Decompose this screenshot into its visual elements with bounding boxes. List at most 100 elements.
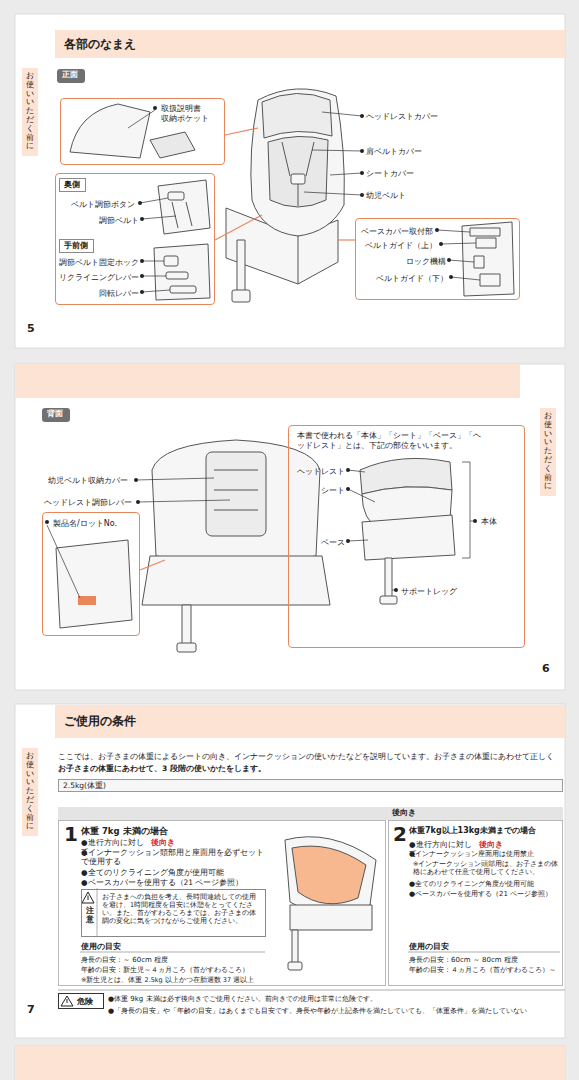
rule-line: [97, 888, 98, 936]
leader-dot: [360, 171, 364, 175]
seat-illustration: [142, 556, 330, 605]
seat-illustration: [285, 837, 376, 970]
leader-dot: [473, 519, 477, 523]
node-text: ●全てのリクライニング角度が使用可能: [81, 868, 267, 877]
node-text: ご使用の条件: [64, 714, 264, 729]
node-text: 奥側: [61, 180, 83, 190]
page-number: 7: [27, 1003, 47, 1017]
node-text: 回転レバー: [99, 289, 143, 299]
side-tab: お使いいただく前に: [540, 408, 556, 496]
seat-illustration: [282, 142, 314, 206]
node-text: 2: [393, 822, 409, 847]
leader-dot: [346, 487, 350, 491]
leader-line: [449, 260, 474, 262]
node-text: ※新生児とは、体重 2.5kg 以上かつ在胎週数 37 週以上: [81, 976, 281, 984]
product-label-mark: [78, 596, 96, 605]
node-text: 年齢の目安：新生児～４ヵ月ころ（首がすわるころ）: [81, 966, 267, 975]
leader-dot: [153, 106, 157, 110]
seat-illustration: [177, 643, 196, 652]
leader-line: [136, 478, 214, 480]
seat-illustration: [268, 136, 328, 207]
node-text: 危険: [77, 997, 101, 1007]
node-text: 使用の目安: [81, 942, 161, 951]
node-text: 年齢の目安：４ヵ月ころ（首がすわるころ）～: [409, 966, 559, 974]
callout-connector: [140, 560, 165, 570]
page-sheet: [15, 14, 565, 1080]
page-sheet: [15, 704, 565, 1038]
detail-sketch: [150, 132, 195, 158]
page-sheet: [15, 14, 565, 348]
seat-illustration: [292, 930, 298, 964]
node-text: 手前側: [61, 241, 91, 251]
leader-dot: [435, 228, 439, 232]
warning-icon: [67, 999, 68, 1003]
rule-line: [408, 952, 560, 953]
detail-sketch: [154, 244, 210, 300]
node-text: ヘッドレスト: [297, 467, 347, 477]
node-text: ベルトガイド（下）: [376, 274, 452, 284]
node-text: 注意: [86, 907, 94, 925]
node-text: サポートレッグ: [401, 587, 461, 597]
page-band: [15, 364, 520, 398]
seat-illustration: [56, 440, 455, 652]
callout-box: 奥側手前側ベルト調節ボタン調節ベルト調節ベルト固定ホックリクライニングレバー回転…: [55, 173, 215, 305]
node-text: ロック機構: [406, 257, 450, 267]
seat-illustration: [206, 452, 266, 536]
leader-line: [451, 277, 480, 280]
detail-sketch: [70, 104, 514, 300]
seat-illustration: [262, 93, 332, 138]
callout-connector: [225, 128, 258, 135]
label-text: 肩ベルトカバー: [366, 147, 476, 157]
product-label-mark: [78, 596, 96, 605]
detail-sketch: [474, 256, 484, 268]
seat-illustration: [214, 470, 258, 510]
callout-box: 本書で使われる「本体」「シート」「ベース」「ヘッドレスト」とは、下記の部位をいい…: [288, 425, 525, 648]
rule-line: [80, 952, 265, 953]
leader-dot: [439, 242, 443, 246]
weight-scale: 2.5kg(体重): [58, 779, 563, 792]
callout-connector: [338, 239, 355, 240]
seat-illustration: [237, 240, 245, 292]
usage-column: 注意お子さまへの負担を考え、長時間連続しての使用を避け、1時間程度を目安に休憩を…: [58, 820, 386, 986]
leader-line: [142, 290, 170, 292]
leader-line: [348, 470, 365, 472]
view-tag: 奥側: [59, 178, 86, 192]
node-text: ベース: [321, 538, 347, 548]
page-sheet: [15, 1046, 565, 1080]
leader-dot: [140, 274, 144, 278]
node-text: リクライニングレバー: [59, 273, 143, 283]
detail-sketch: [168, 192, 184, 200]
node-text: ●ベースカバーを使用する（21 ページ参照）: [409, 890, 559, 899]
leader-line: [142, 216, 176, 219]
detail-sketch: [158, 180, 210, 234]
leader-line: [312, 150, 362, 151]
page-band: [15, 1046, 565, 1080]
header-band: ご使用の条件: [55, 705, 565, 738]
node-text: 正面: [58, 70, 82, 80]
leader-line: [47, 525, 80, 598]
node-text: 2.5kg(体重): [63, 781, 183, 790]
callout-connector: [140, 560, 165, 570]
leader-dot: [360, 114, 364, 118]
seat-illustration: [290, 905, 372, 930]
seat-illustration: [182, 605, 191, 645]
node-text: 本書で使われる「本体」「シート」「ベース」「ヘッドレスト」とは、下記の部位をいい…: [297, 431, 481, 451]
node-text: お使いいただく前に: [26, 752, 34, 831]
leader-line: [142, 276, 166, 277]
detail-sketch: [166, 272, 188, 279]
node-text: 後向き: [392, 808, 432, 817]
leader-line: [47, 462, 474, 598]
leader-dot: [346, 468, 350, 472]
leader-line: [441, 243, 476, 244]
node-text: 後向き: [151, 838, 181, 847]
node-text: 体重 7kg 未満の場合: [81, 826, 271, 837]
seat-illustration: [291, 174, 305, 184]
detail-sketch: [70, 104, 150, 158]
leader-line: [128, 110, 480, 292]
node-text: 調節ベルト固定ホック: [59, 258, 143, 268]
leader-line: [140, 198, 168, 203]
seat-illustration: [298, 236, 299, 284]
leader-line: [348, 489, 375, 502]
node-text: 調節ベルト: [99, 216, 143, 226]
seat-illustration: [385, 558, 392, 598]
